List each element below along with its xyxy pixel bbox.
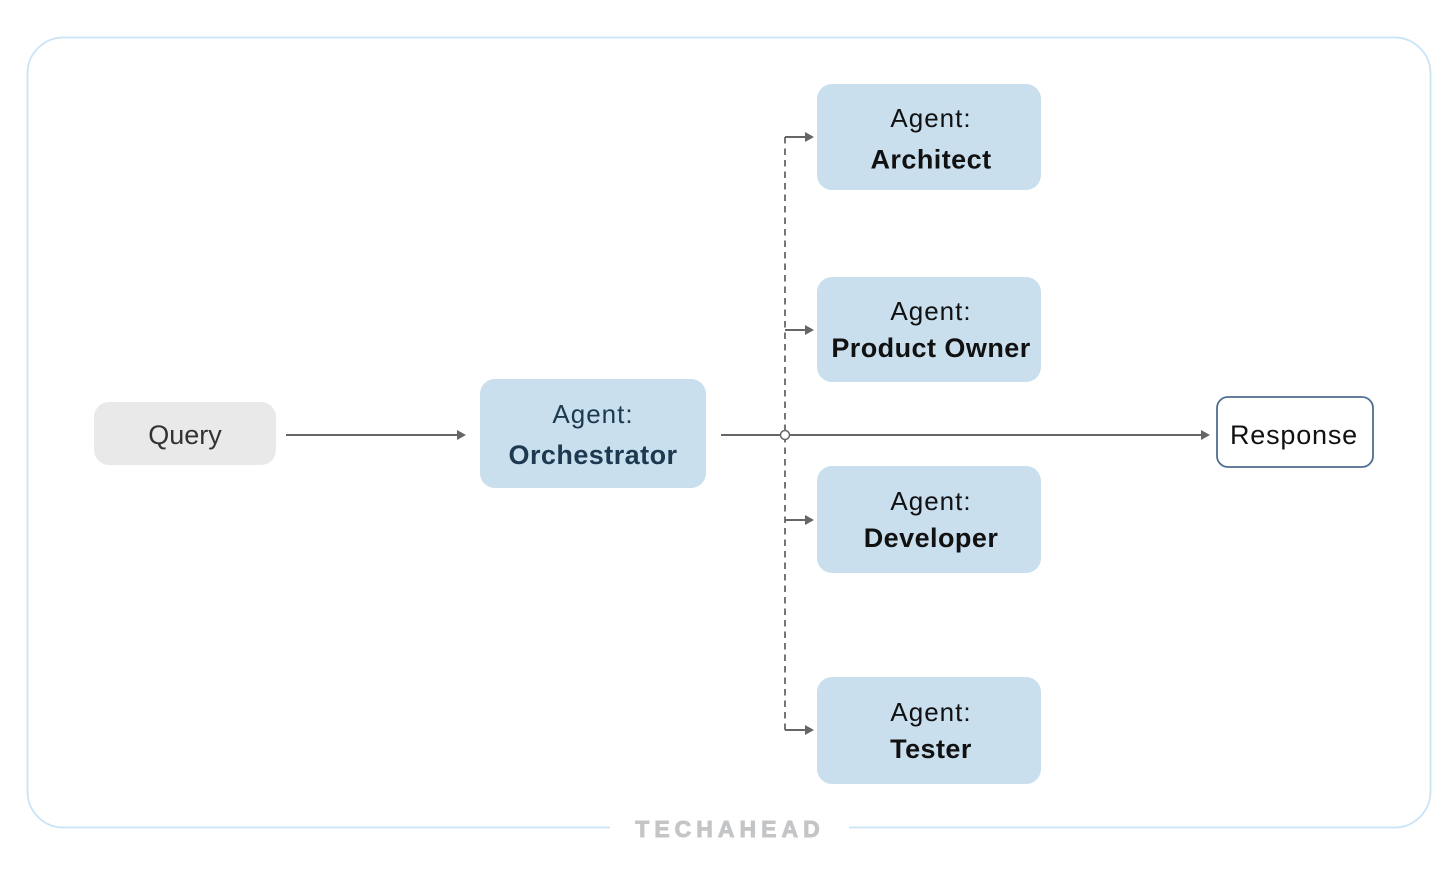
svg-text:Tester: Tester [890, 734, 972, 764]
svg-text:Architect: Architect [870, 145, 991, 175]
svg-text:Agent:: Agent: [890, 697, 971, 727]
svg-text:Developer: Developer [864, 523, 999, 553]
svg-text:Agent:: Agent: [890, 296, 971, 326]
svg-text:Agent:: Agent: [890, 486, 971, 516]
svg-text:Response: Response [1230, 420, 1358, 450]
svg-text:Agent:: Agent: [890, 103, 971, 133]
svg-text:Query: Query [148, 420, 222, 450]
svg-text:TECHAHEAD: TECHAHEAD [635, 816, 824, 842]
svg-text:Orchestrator: Orchestrator [509, 440, 678, 470]
svg-text:Agent:: Agent: [552, 399, 633, 429]
svg-text:Product Owner: Product Owner [831, 333, 1030, 363]
